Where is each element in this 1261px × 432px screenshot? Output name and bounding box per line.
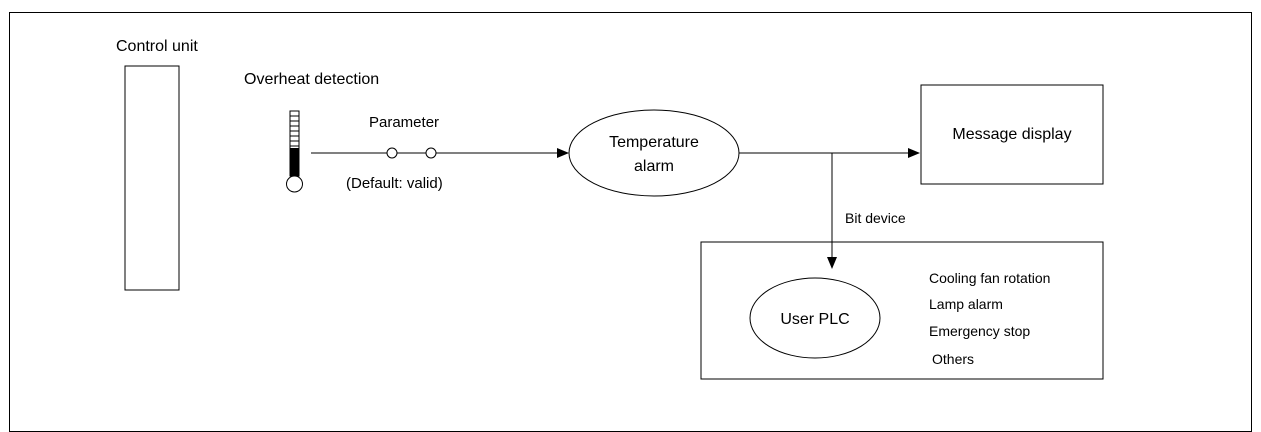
plc-action-item: Others — [932, 351, 974, 367]
message-display-box — [920, 84, 1104, 185]
thermometer-icon — [286, 110, 303, 193]
overheat-detection-label: Overheat detection — [244, 71, 379, 88]
parameter-label: Parameter — [369, 114, 439, 131]
user-plc-node — [749, 277, 881, 359]
user-plc-label: User PLC — [780, 311, 849, 328]
temperature-alarm-label-line1: Temperature — [609, 134, 699, 151]
plc-action-item: Cooling fan rotation — [929, 270, 1050, 286]
temperature-alarm-node — [568, 109, 740, 197]
plc-action-item: Emergency stop — [929, 323, 1030, 339]
temperature-alarm-label-line2: alarm — [634, 158, 674, 175]
control-unit-box — [124, 65, 180, 291]
default-valid-label: (Default: valid) — [346, 175, 443, 192]
switch-icon — [386, 147, 437, 159]
bit-device-label: Bit device — [845, 210, 906, 226]
plc-action-item: Lamp alarm — [929, 296, 1003, 312]
control-unit-label: Control unit — [116, 38, 198, 55]
message-display-label: Message display — [952, 126, 1071, 143]
